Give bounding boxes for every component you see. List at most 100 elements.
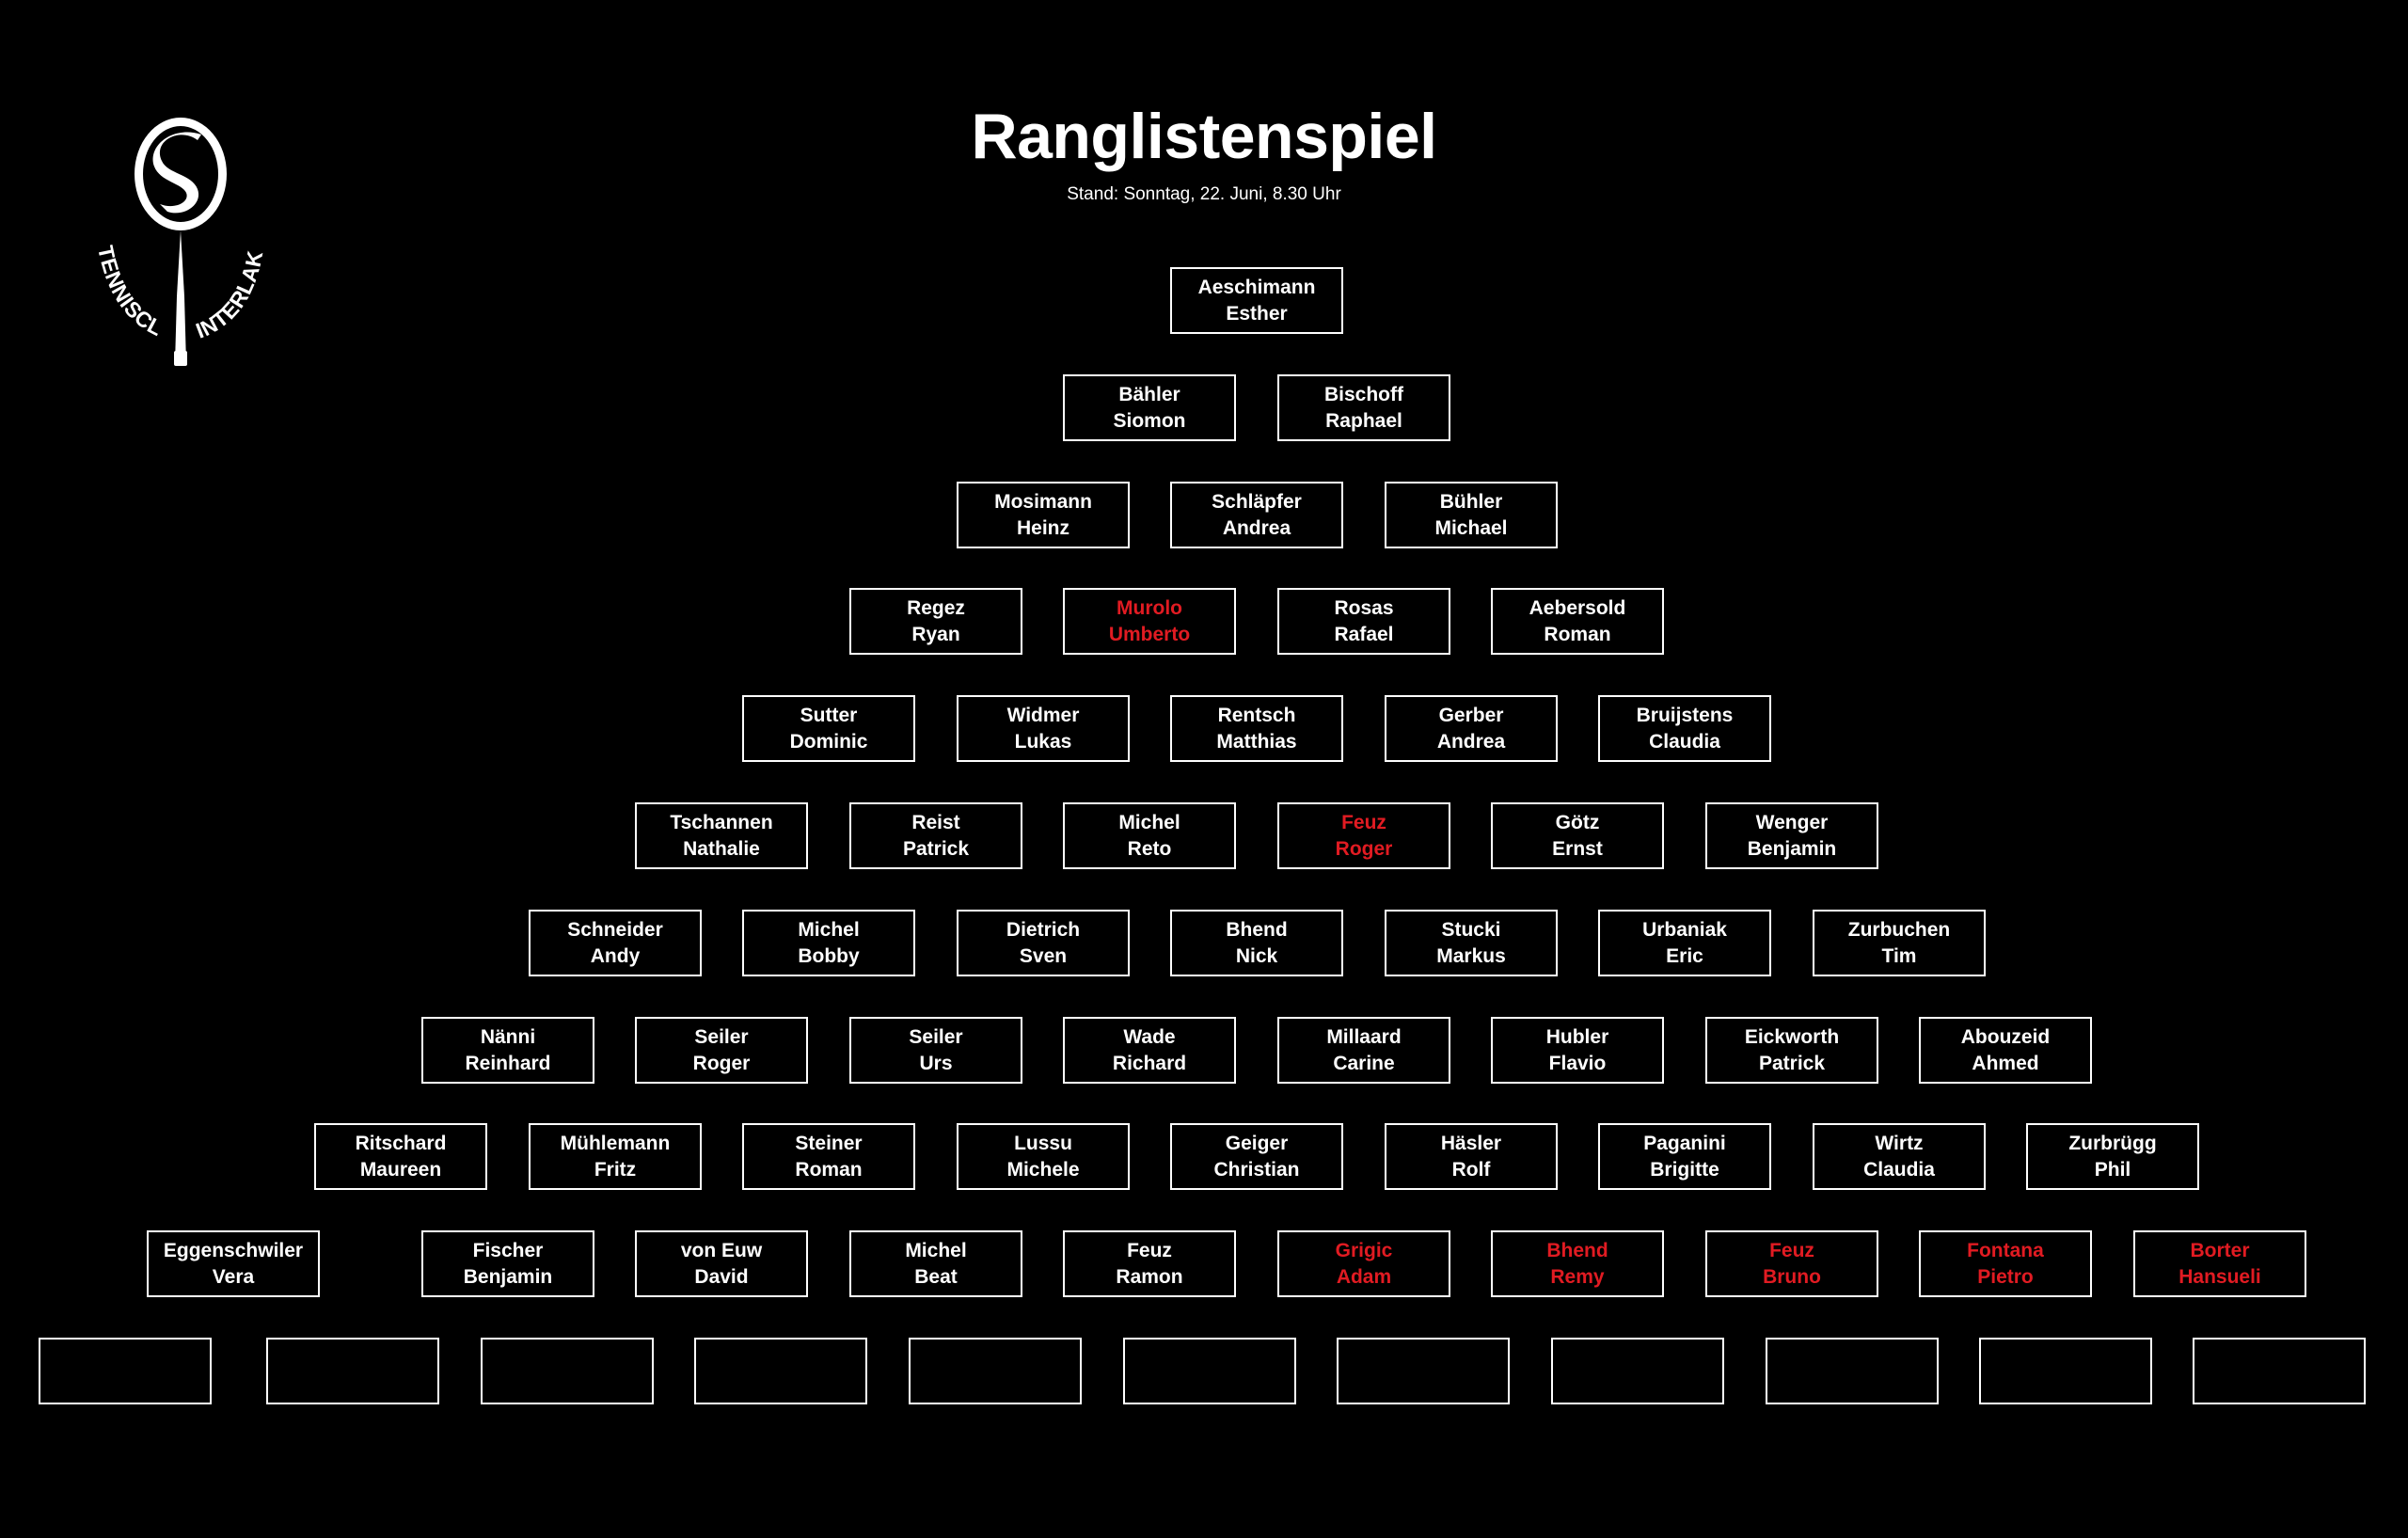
empty-slot[interactable] [481,1338,654,1404]
empty-slot[interactable] [266,1338,439,1404]
player-last-name: Wenger [1755,811,1829,833]
player-first-name: Markus [1436,944,1506,967]
player-first-name: Remy [1550,1265,1605,1288]
player-last-name: Murolo [1117,596,1182,619]
player-first-name: Sven [1019,944,1068,967]
player-first-name: Andrea [1436,730,1506,753]
empty-slot[interactable] [1551,1338,1724,1404]
player-first-name: Patrick [902,837,970,860]
player-last-name: Michel [905,1239,967,1261]
player-last-name: Millaard [1326,1025,1402,1048]
empty-slot[interactable] [1979,1338,2152,1404]
empty-slot[interactable] [909,1338,1082,1404]
player-first-name: Hansueli [2178,1265,2261,1288]
empty-slot[interactable] [39,1338,212,1404]
empty-slot[interactable] [2193,1338,2366,1404]
player-first-name: Andy [590,944,641,967]
player-last-name: Urbaniak [1642,918,1727,941]
player-first-name: Matthias [1216,730,1297,753]
player-first-name: Vera [212,1265,255,1288]
player-first-name: Roman [795,1158,863,1181]
player-first-name: Ahmed [1972,1052,2039,1074]
player-first-name: Rafael [1334,623,1394,645]
player-first-name: Roger [1335,837,1393,860]
player-first-name: Andrea [1222,516,1291,539]
player-first-name: Benjamin [463,1265,553,1288]
empty-slot[interactable] [1123,1338,1296,1404]
player-last-name: Zurbrügg [2068,1132,2157,1154]
player-first-name: Raphael [1325,409,1402,432]
player-first-name: Heinz [1016,516,1069,539]
empty-slot[interactable] [1337,1338,1510,1404]
player-last-name: Seiler [909,1025,963,1048]
player-last-name: Michel [1118,811,1180,833]
empty-slot[interactable] [1766,1338,1939,1404]
player-last-name: Mühlemann [560,1132,671,1154]
player-first-name: Claudia [1863,1158,1935,1181]
player-last-name: Fischer [472,1239,544,1261]
player-last-name: Eggenschwiler [163,1239,304,1261]
player-first-name: Benjamin [1747,837,1837,860]
player-last-name: Rosas [1334,596,1394,619]
player-last-name: Nänni [480,1025,536,1048]
player-first-name: Christian [1213,1158,1300,1181]
empty-slot[interactable] [694,1338,867,1404]
player-first-name: Ernst [1552,837,1603,860]
